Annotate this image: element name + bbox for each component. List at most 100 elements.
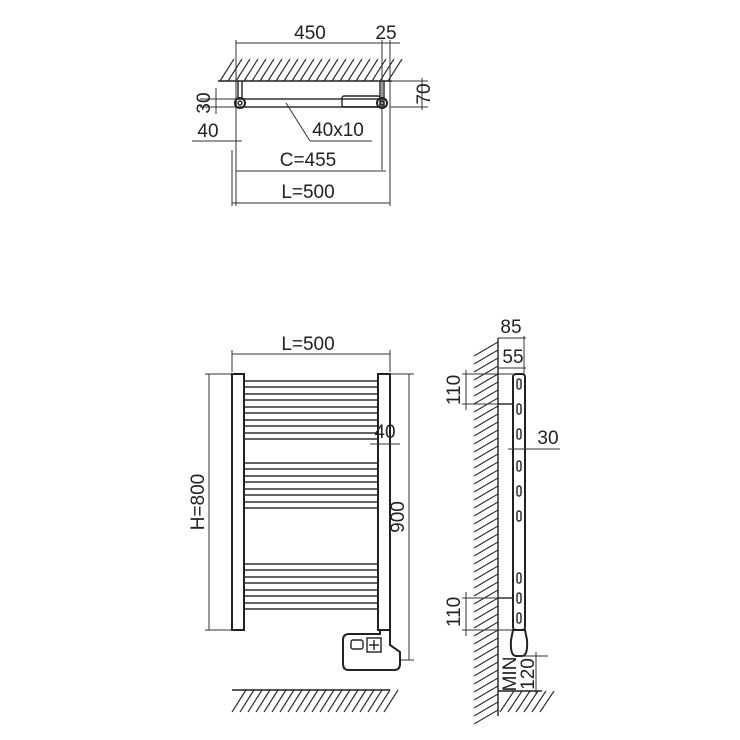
hatch-line (473, 349, 499, 365)
hatch-line (363, 58, 379, 82)
hatch-line (375, 689, 391, 713)
dim-110-top-label: 110 (444, 375, 465, 405)
hatch-line (271, 689, 287, 713)
dim-l500-top-label: L=500 (281, 182, 334, 203)
rung (243, 432, 379, 440)
hatch-line (473, 685, 499, 701)
hatch-line (473, 669, 499, 685)
hatch-line (473, 597, 499, 613)
hatch-line (251, 58, 267, 82)
front-view: L=500 H=800 900 40 (188, 334, 414, 713)
hatch-line (231, 689, 247, 713)
right-mount-center (379, 100, 385, 106)
hatch-line (473, 549, 499, 565)
hatch-line (263, 689, 279, 713)
rung (243, 406, 379, 414)
hatch-line (347, 58, 363, 82)
hatch-line (473, 397, 499, 413)
dim-h900-label: 900 (388, 501, 409, 533)
hatch-line (303, 689, 319, 713)
top-heater-box (341, 95, 381, 108)
hatch-line (473, 605, 499, 621)
hatch-line (473, 573, 499, 589)
hatch-line (473, 677, 499, 693)
hatch-line (307, 58, 323, 82)
side-wall-hatch (473, 341, 499, 725)
thermostat-button (366, 637, 382, 653)
dim-85-label: 85 (500, 317, 521, 338)
dim-h800-label: H=800 (188, 474, 209, 531)
hatch-line (323, 58, 339, 82)
hatch-line (473, 709, 499, 725)
slot (516, 592, 522, 604)
hatch-line (255, 689, 271, 713)
hatch-line (287, 689, 303, 713)
hatch-line (355, 58, 371, 82)
left-rail (231, 373, 245, 631)
hatch-line (473, 357, 499, 373)
hatch-line (331, 58, 347, 82)
side-view: 85 55 110 110 30 MIN 120 (444, 317, 560, 725)
rung (243, 589, 379, 597)
dim-55-label: 55 (502, 347, 523, 368)
hatch-line (473, 365, 499, 381)
hatch-line (327, 689, 343, 713)
hatch-line (473, 373, 499, 389)
hatch-line (473, 437, 499, 453)
hatch-line (267, 58, 283, 82)
hatch-line (473, 525, 499, 541)
rungs-group (243, 380, 379, 610)
hatch-line (247, 689, 263, 713)
side-heater (509, 629, 529, 657)
dim-40-label: 40 (197, 121, 218, 142)
hatch-line (473, 533, 499, 549)
right-mount-circle (376, 97, 388, 109)
hatch-line (291, 58, 307, 82)
hatch-line (259, 58, 275, 82)
dim-110-bottom-label: 110 (444, 597, 465, 627)
hatch-line (473, 517, 499, 533)
hatch-line (473, 565, 499, 581)
profile-leader (285, 102, 311, 142)
hatch-line (311, 689, 327, 713)
slot (516, 403, 522, 415)
hatch-line (507, 690, 523, 713)
hatch-line (473, 693, 499, 709)
hatch-line (343, 689, 359, 713)
hatch-line (473, 645, 499, 661)
top-bar (235, 98, 385, 108)
slot (516, 485, 522, 497)
hatch-line (283, 58, 299, 82)
hatch-line (319, 689, 335, 713)
hatch-line (279, 689, 295, 713)
front-dim-40-label: 40 (374, 422, 395, 443)
rung (243, 380, 379, 388)
hatch-line (473, 541, 499, 557)
rung (243, 563, 379, 571)
hatch-line (473, 661, 499, 677)
rung (243, 602, 379, 610)
dim-min-value: 120 (518, 658, 539, 690)
rung (243, 462, 379, 470)
rung (243, 419, 379, 427)
side-tube (512, 373, 526, 631)
hatch-line (227, 58, 243, 82)
hatch-line (473, 629, 499, 645)
hatch-line (383, 689, 399, 713)
hatch-line (275, 58, 291, 82)
hatch-line (473, 405, 499, 421)
hatch-line (473, 413, 499, 429)
hatch-line (523, 690, 539, 713)
hatch-line (473, 485, 499, 501)
hatch-line (351, 689, 367, 713)
hatch-line (473, 421, 499, 437)
hatch-line (473, 653, 499, 669)
hatch-line (499, 690, 515, 713)
dim-30-side-label: 30 (537, 428, 558, 449)
hatch-line (315, 58, 331, 82)
hatch-line (243, 58, 259, 82)
side-floor-hatch (499, 690, 555, 713)
left-mount-circle (234, 97, 246, 109)
